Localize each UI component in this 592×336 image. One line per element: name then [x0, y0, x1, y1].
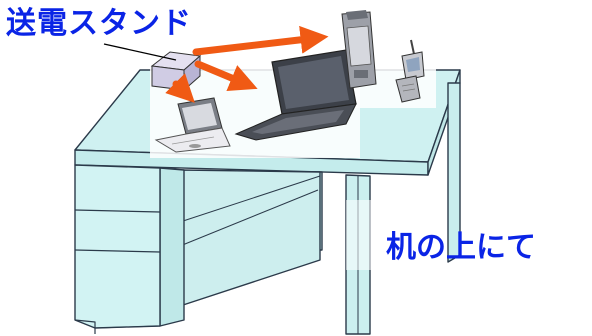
laptop-large-icon [234, 49, 357, 141]
laptop-small-icon [154, 97, 231, 153]
power-arrows [165, 25, 329, 103]
arrow-to-pda [192, 25, 329, 56]
drawer-divider [74, 209, 161, 213]
title-leader-line [103, 43, 177, 61]
mobile-phone-icon [395, 39, 425, 103]
drawer-unit-front [74, 164, 161, 329]
pda-icon [341, 10, 377, 89]
leg-highlight [346, 200, 376, 270]
drawer-unit-side [159, 167, 185, 327]
arrow-to-large-laptop [194, 60, 258, 91]
drawer-divider [74, 249, 161, 253]
desk-location-label: 机の上にて [386, 230, 536, 265]
arrow-to-small-laptop [165, 73, 195, 103]
desk-leg-back-right [447, 82, 461, 263]
power-stand-label: 送電スタンド [6, 6, 192, 41]
